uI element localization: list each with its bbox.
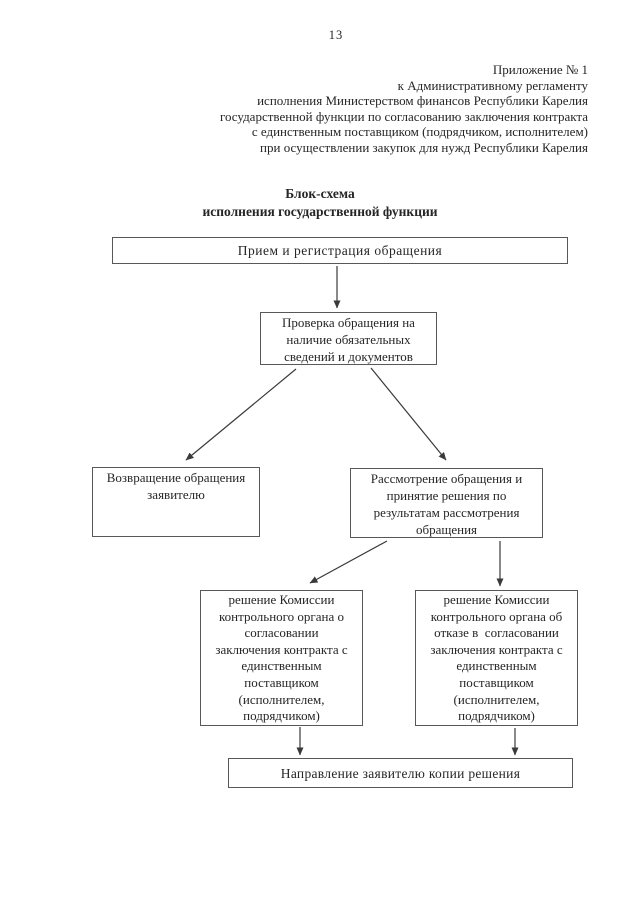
appendix-line-6: при осуществлении закупок для нужд Респу… (260, 139, 588, 155)
title-line-1: Блок-схема (285, 186, 355, 201)
page-number: 13 (328, 28, 344, 42)
flowchart-title: Блок-схема исполнения государственной фу… (0, 185, 640, 221)
flow-node-send-copy: Направление заявителю копии решения (228, 758, 573, 788)
flow-node-decision-refuse: решение Комиссии контрольного органа об … (415, 590, 578, 726)
flow-node-decision-approve: решение Комиссии контрольного органа о с… (200, 590, 363, 726)
arrow-check-to-consider (370, 367, 447, 461)
arrow-check-to-return (185, 368, 297, 461)
flow-node-check-documents: Проверка обращения на наличие обязательн… (260, 312, 437, 365)
flow-node-return-to-applicant: Возвращение обращения заявителю (92, 467, 260, 537)
flow-node-consider-decision: Рассмотрение обращения и принятие решени… (350, 468, 543, 538)
appendix-line-3: исполнения Министерством финансов Респуб… (257, 93, 588, 109)
appendix-line-1: Приложение № 1 (492, 62, 588, 77)
appendix-line-4: государственной функции по согласованию … (219, 108, 588, 124)
appendix-header: Приложение № 1 к Административному регла… (108, 62, 588, 156)
appendix-line-2: к Административному регламенту (397, 77, 588, 93)
appendix-line-5: с единственным поставщиком (подрядчиком,… (251, 124, 588, 140)
title-line-2: исполнения государственной функции (202, 204, 438, 219)
arrow-consider-to-approve (309, 540, 388, 584)
flow-node-receive-registration: Прием и регистрация обращения (112, 237, 568, 264)
